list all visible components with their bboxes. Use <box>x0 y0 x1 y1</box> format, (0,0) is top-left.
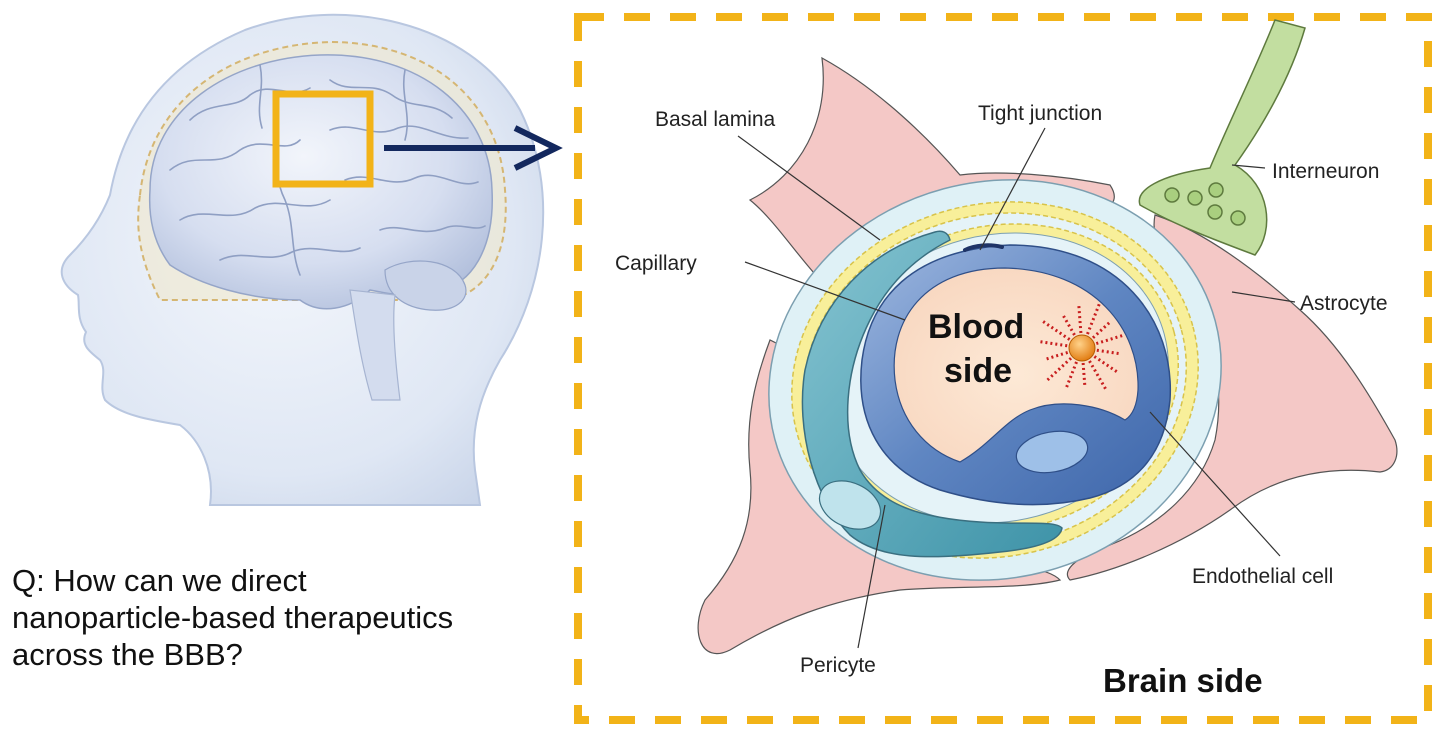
pericyte-nucleus <box>818 480 882 530</box>
endothelial-nucleus <box>1015 430 1089 474</box>
ligand-ray <box>1081 362 1087 387</box>
label-endothelial-cell: Endothelial cell <box>1192 565 1333 588</box>
vessel-lumen <box>893 267 1139 463</box>
zoom-arrow <box>384 125 563 171</box>
label-basal-lamina: Basal lamina <box>655 108 776 131</box>
nanoparticle-ligands <box>1038 300 1125 393</box>
ligand-ray <box>1096 348 1120 356</box>
label-tight-junction: Tight junction <box>978 102 1102 125</box>
ligand-ray <box>1061 314 1076 336</box>
question-line-1: Q: How can we direct <box>12 563 307 598</box>
label-blood-side-line2: side <box>944 352 1012 390</box>
question-line-2: nanoparticle-based therapeutics <box>12 600 454 635</box>
labels: Basal lamina Tight junction Interneuron … <box>615 102 1388 699</box>
ligand-ray <box>1088 360 1109 393</box>
capillary <box>860 243 1172 506</box>
label-brain-side: Brain side <box>1103 662 1263 699</box>
highlight-box <box>272 90 374 188</box>
label-pericyte: Pericyte <box>800 654 876 677</box>
cerebellum <box>384 260 467 311</box>
ligand-ray <box>1039 318 1071 341</box>
label-astrocyte: Astrocyte <box>1300 292 1388 315</box>
interneuron <box>1138 19 1306 256</box>
ligand-ray <box>1086 300 1102 335</box>
ligand-ray <box>1045 350 1069 361</box>
brain-stem <box>349 289 401 401</box>
pericyte-cell <box>801 230 1063 558</box>
question-text: Q: How can we direct nanoparticle-based … <box>12 562 572 673</box>
label-interneuron: Interneuron <box>1272 160 1379 183</box>
label-blood-side-line1: Blood <box>928 308 1024 346</box>
leader-lines <box>737 127 1296 649</box>
nanoparticle <box>1038 300 1125 393</box>
ligand-ray <box>1091 321 1111 339</box>
label-capillary: Capillary <box>615 252 697 275</box>
zoom-frame <box>574 13 1432 724</box>
ligand-ray <box>1044 357 1073 384</box>
question-line-3: across the BBB? <box>12 637 243 672</box>
synaptic-vesicles <box>1164 182 1246 226</box>
head-illustration <box>28 0 573 506</box>
